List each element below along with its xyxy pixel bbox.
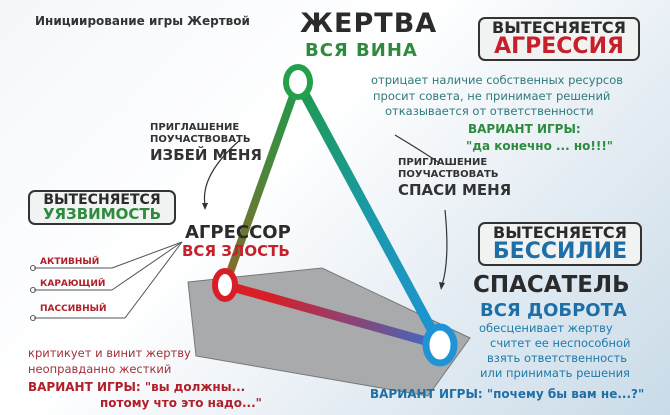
aggressor-type: КАРАЮЩИЙ	[40, 279, 106, 289]
diagram-title: Инициирование игры Жертвой	[35, 14, 250, 28]
victim-desc-line: просит совета, не принимает решений	[373, 89, 611, 103]
victim-sub: ВСЯ ВИНА	[305, 40, 418, 61]
aggressor-node	[212, 268, 238, 302]
shadow-plane	[187, 267, 471, 397]
victim-desc-line: отказывается от ответственности	[385, 104, 594, 118]
victim-node	[283, 64, 313, 100]
invite-line: ПОУЧАСТВОВАТЬ	[150, 134, 251, 145]
edge-victim-rescuer	[293, 79, 445, 348]
arrowhead-icon	[439, 282, 445, 290]
edge-aggressor-rescuer	[223, 280, 442, 350]
arrow-right-invite	[394, 134, 439, 163]
repressed-label: ВЫТЕСНЯЕТСЯ	[43, 192, 161, 208]
invite-line: ПРИГЛАШЕНИЕ	[398, 157, 488, 168]
repressed-value: БЕССИЛИЕ	[492, 239, 628, 264]
victim-desc-line: отрицает наличие собственных ресурсов	[371, 73, 624, 87]
invite-line: ПОУЧАСТВОВАТЬ	[398, 169, 499, 180]
victim-repressed-box: ВЫТЕСНЯЕТСЯ АГРЕССИЯ	[478, 17, 640, 61]
victim-game-label: ВАРИАНТ ИГРЫ:	[468, 122, 581, 136]
victim-game: "да конечно ... но!!!"	[466, 139, 614, 153]
invite-action: ИЗБЕЙ МЕНЯ	[150, 146, 262, 164]
rescuer-node	[422, 323, 458, 367]
arrow-left-invite	[203, 139, 241, 206]
aggressor-type: АКТИВНЫЙ	[40, 257, 100, 267]
rescuer-desc-line: считет ее неспособной	[490, 336, 631, 350]
aggressor-label: АГРЕССОР	[185, 222, 291, 243]
invite-line: ПРИГЛАШЕНИЕ	[150, 122, 240, 133]
repressed-label: ВЫТЕСНЯЕТСЯ	[493, 223, 627, 242]
victim-label: ЖЕРТВА	[300, 8, 438, 39]
rescuer-label: СПАСАТЕЛЬ	[473, 272, 630, 298]
rescuer-desc-line: или принимать решения	[480, 366, 630, 380]
invite-left: ПРИГЛАШЕНИЕ ПОУЧАСТВОВАТЬ ИЗБЕЙ МЕНЯ	[150, 122, 262, 164]
invite-right: ПРИГЛАШЕНИЕ ПОУЧАСТВОВАТЬ СПАСИ МЕНЯ	[398, 157, 511, 199]
repressed-value: АГРЕССИЯ	[494, 34, 624, 59]
aggressor-type: ПАССИВНЫЙ	[40, 304, 107, 314]
aggressor-repressed-box: ВЫТЕСНЯЕТСЯ УЯЗВИМОСТЬ	[28, 190, 176, 225]
rescuer-repressed-box: ВЫТЕСНЯЕТСЯ БЕССИЛИЕ	[478, 222, 642, 266]
aggressor-game: потому что это надо..."	[100, 396, 262, 410]
repressed-label: ВЫТЕСНЯЕТСЯ	[492, 18, 626, 37]
invite-action: СПАСИ МЕНЯ	[398, 181, 512, 199]
edge-victim-aggressor	[224, 80, 302, 280]
repressed-value: УЯЗВИМОСТЬ	[42, 205, 162, 223]
arrowhead-icon	[202, 203, 208, 210]
arrow-rescuer-invite	[441, 209, 448, 286]
aggressor-sub: ВСЯ ЗЛОСТЬ	[182, 242, 290, 260]
aggressor-desc-line: неоправданно жесткий	[28, 362, 172, 376]
rescuer-sub: ВСЯ ДОБРОТА	[480, 300, 627, 321]
aggressor-game-label: ВАРИАНТ ИГРЫ: "вы должны...	[28, 380, 246, 394]
aggressor-desc-line: критикует и винит жертву	[28, 346, 191, 360]
rescuer-desc-line: обесценивает жертву	[479, 321, 613, 335]
rescuer-game: ВАРИАНТ ИГРЫ: "почему бы вам не...?"	[370, 387, 645, 401]
type-connector-lines	[30, 241, 183, 321]
rescuer-desc-line: взять ответственность	[487, 351, 627, 365]
